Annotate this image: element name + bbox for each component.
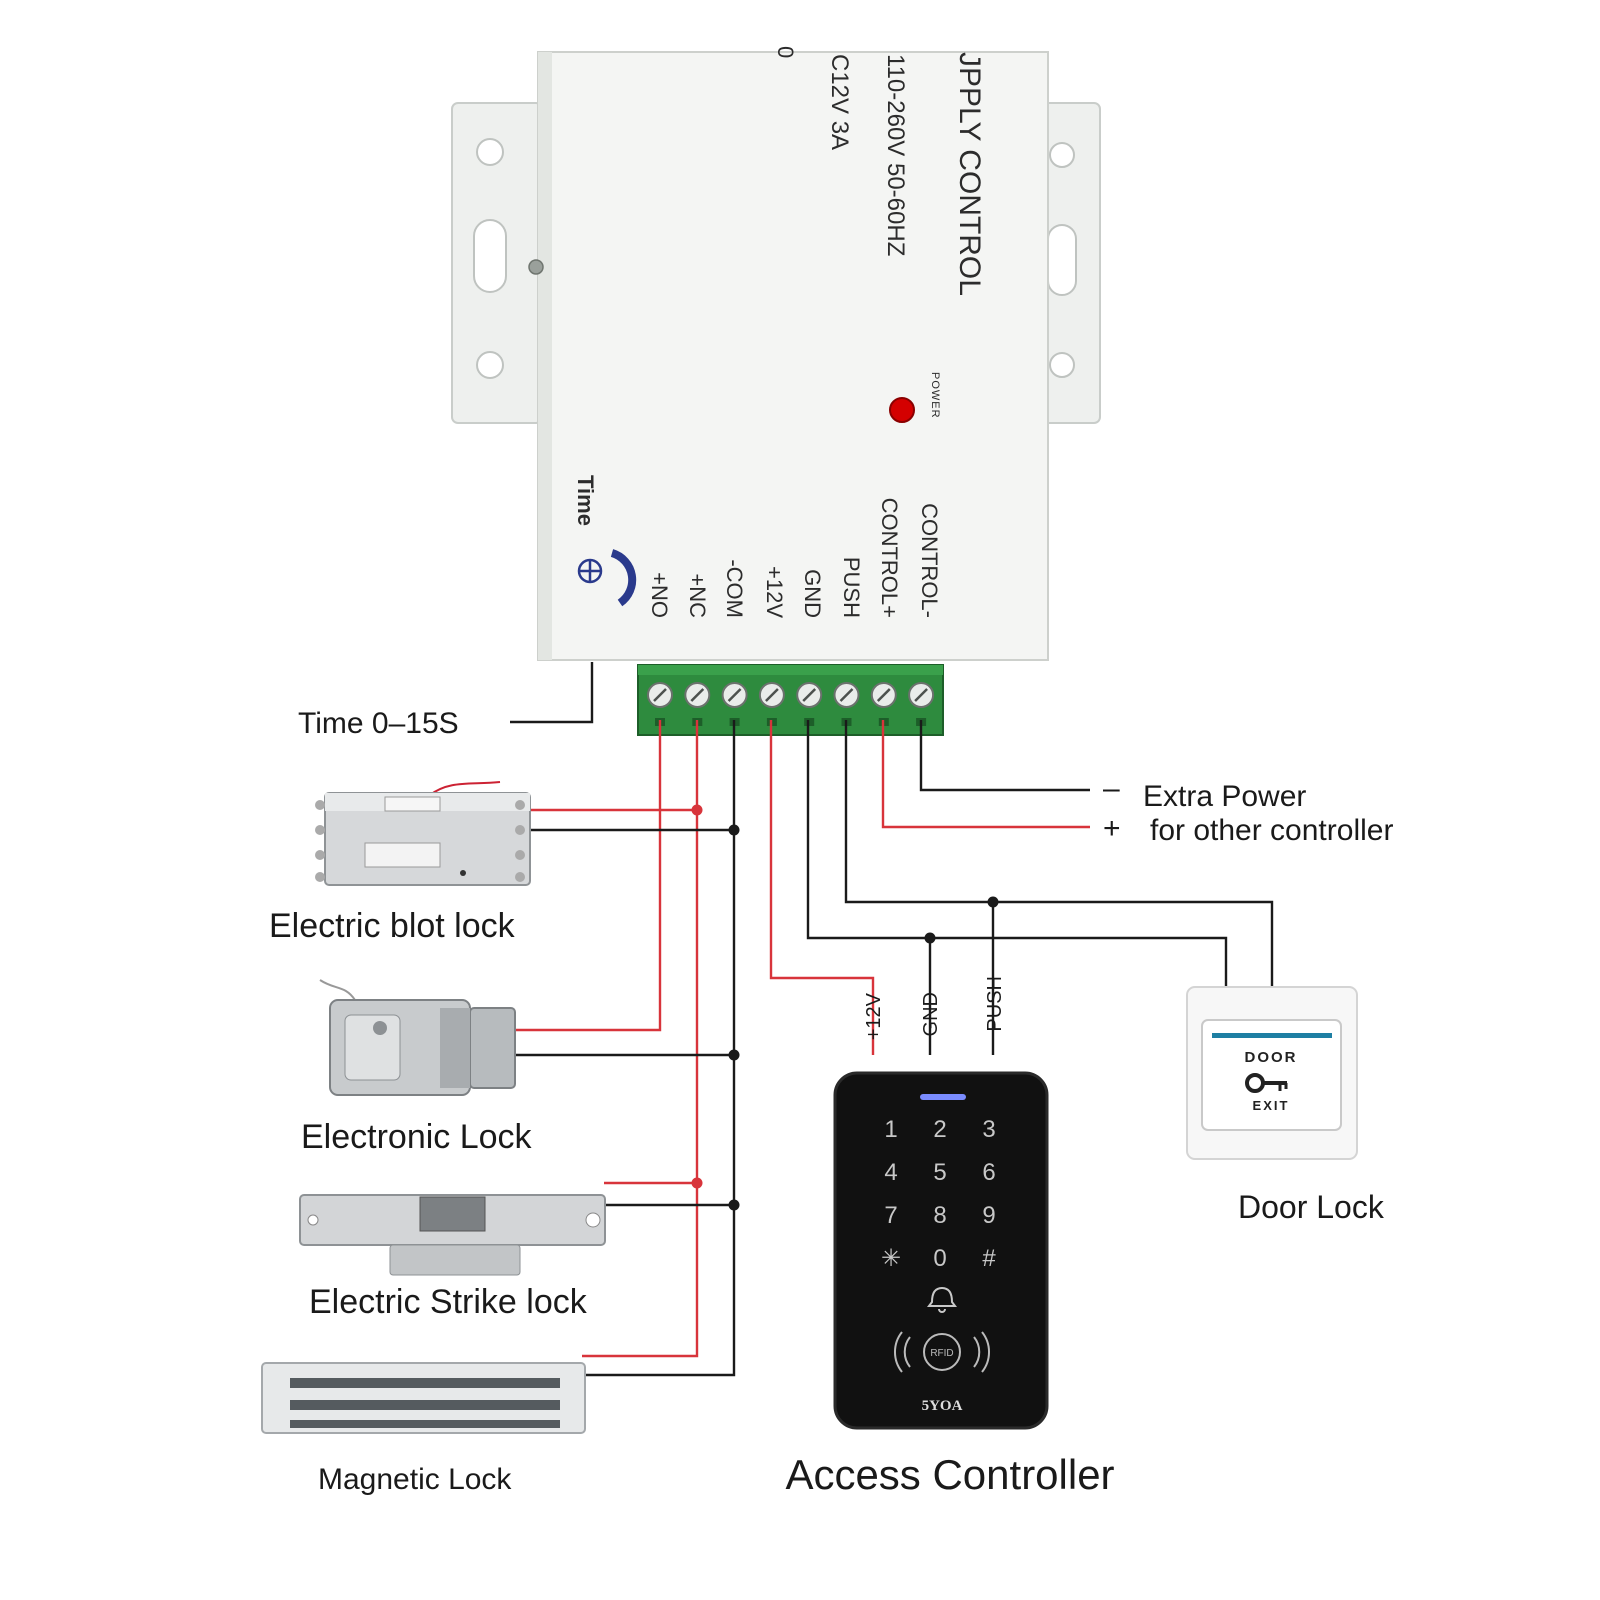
- electric-strike-lock-label: Electric Strike lock: [309, 1283, 588, 1321]
- terminal-names: +NO +NC -COM +12V GND PUSH CONTROL+ CONTROL-: [647, 498, 942, 619]
- wire-nc: [582, 720, 699, 1358]
- time-dial-icon: [577, 549, 637, 607]
- access-controller-label: Access Controller: [785, 1451, 1114, 1498]
- electronic-lock-label: Electronic Lock: [301, 1118, 533, 1156]
- rfid-icon: RFID: [893, 1331, 991, 1373]
- edge-char: 0: [773, 46, 798, 58]
- power-supply-unit: JPPLY CONTROL 110-260V 50-60HZ C12V 3A 0…: [451, 46, 1101, 661]
- ear-hole: [1049, 352, 1075, 378]
- keypad-key[interactable]: 4: [884, 1159, 897, 1186]
- terminal-screw-icon: [758, 682, 785, 726]
- extra-power-plus: +: [1103, 812, 1121, 845]
- magnetic-lock-label: Magnetic Lock: [318, 1463, 512, 1496]
- ear-keyhole: [473, 219, 507, 293]
- keypad-key[interactable]: 6: [982, 1159, 995, 1186]
- wire-gnd: [806, 720, 1228, 987]
- wiring: [510, 662, 1274, 1377]
- time-range-label: Time 0–15S: [298, 707, 459, 740]
- terminal-name-3: -COM: [722, 559, 747, 618]
- keypad-key[interactable]: 0: [933, 1245, 946, 1272]
- screw-icon: [528, 259, 544, 275]
- keypad-key[interactable]: 7: [884, 1202, 897, 1229]
- wire-push: [844, 720, 1274, 987]
- junction-dot: [728, 1199, 740, 1211]
- electric-bolt-lock-image: [315, 781, 531, 886]
- controller-brand: 5YOA: [922, 1398, 963, 1414]
- body-shade: [538, 52, 552, 660]
- ear-keyhole: [1047, 224, 1077, 296]
- door-lock-label: Door Lock: [1238, 1189, 1385, 1225]
- power-led-label: POWER: [929, 372, 941, 419]
- keypad-key[interactable]: 5: [933, 1159, 946, 1186]
- wire-12v: [769, 720, 875, 1055]
- keypad: 1 2 3 4 5 6 7 8 9 ✳ 0 #: [881, 1116, 996, 1313]
- keypad-key[interactable]: 3: [982, 1116, 995, 1143]
- time-callout-line: [510, 662, 594, 724]
- junction-dot: [987, 896, 999, 908]
- access-controller-device: 1 2 3 4 5 6 7 8 9 ✳ 0 # RFID 5YOA: [833, 1071, 1049, 1430]
- keypad-key[interactable]: ✳: [881, 1245, 901, 1272]
- terminal-name-8: CONTROL-: [917, 503, 942, 618]
- terminal-block-top: [638, 665, 943, 675]
- terminal-block: [637, 664, 944, 736]
- keypad-key[interactable]: 8: [933, 1202, 946, 1229]
- wire-com: [582, 720, 736, 1377]
- door-button-top-text: DOOR: [1245, 1049, 1298, 1066]
- terminal-name-2: +NC: [685, 573, 710, 618]
- terminal-name-5: GND: [800, 569, 825, 618]
- indicator-light: [920, 1094, 966, 1100]
- time-label: Time: [573, 475, 598, 526]
- rfid-label: RFID: [930, 1348, 953, 1359]
- door-button-bottom-text: EXIT: [1253, 1098, 1290, 1113]
- terminal-name-7: CONTROL+: [877, 498, 902, 618]
- input-spec: 110-260V 50-60HZ: [882, 54, 909, 256]
- terminal-name-6: PUSH: [839, 557, 864, 618]
- supply-title: JPPLY CONTROL: [953, 52, 986, 296]
- ear-hole: [476, 138, 504, 166]
- junction-dot: [691, 1177, 703, 1189]
- key-icon: [1245, 1073, 1288, 1093]
- controller-wire-gnd-label: GND: [920, 992, 942, 1036]
- terminal-name-1: +NO: [647, 572, 672, 618]
- keypad-key[interactable]: #: [982, 1245, 996, 1272]
- electronic-lock-image: [319, 979, 516, 1096]
- electric-bolt-lock-label: Electric blot lock: [269, 907, 516, 945]
- electric-strike-lock-image: [299, 1194, 606, 1276]
- junction-dot: [728, 1049, 740, 1061]
- controller-wire-push-label: PUSH: [984, 976, 1006, 1032]
- ear-hole: [1049, 142, 1075, 168]
- wire-no: [513, 720, 662, 1032]
- magnetic-lock-image: [261, 1362, 586, 1434]
- extra-power-minus: –: [1103, 772, 1120, 805]
- controller-wire-12v-label: +12V: [863, 992, 885, 1040]
- junction-dot: [728, 824, 740, 836]
- terminal-block-body: [637, 664, 944, 736]
- terminal-name-4: +12V: [762, 566, 787, 618]
- junction-dot: [924, 932, 936, 944]
- power-led: [889, 397, 915, 423]
- keypad-key[interactable]: 1: [884, 1116, 897, 1143]
- keypad-key[interactable]: 2: [933, 1116, 946, 1143]
- wire-control-minus: [919, 720, 1090, 792]
- output-spec: C12V 3A: [826, 54, 853, 150]
- junction-dot: [691, 804, 703, 816]
- wire-control-plus: [881, 720, 1090, 829]
- extra-power-line1: Extra Power: [1143, 780, 1306, 813]
- extra-power-line2: for other controller: [1150, 814, 1393, 847]
- doorbell-icon[interactable]: [927, 1286, 957, 1313]
- door-exit-button: DOOR EXIT: [1186, 986, 1358, 1160]
- ear-hole: [476, 351, 504, 379]
- keypad-key[interactable]: 9: [982, 1202, 995, 1229]
